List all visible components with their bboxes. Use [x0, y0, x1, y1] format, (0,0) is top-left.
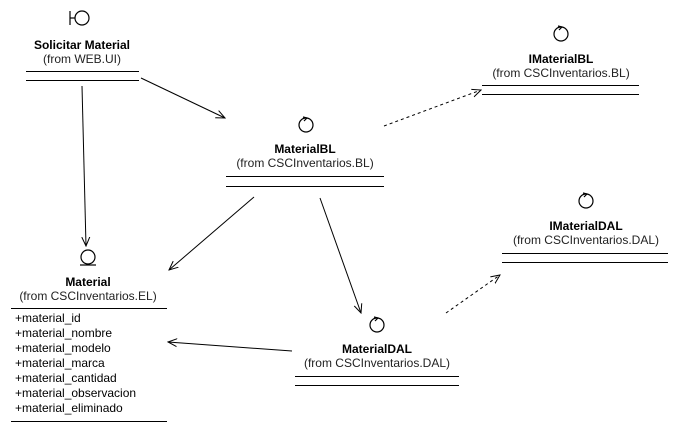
class-solicitar-material[interactable]: Solicitar Material (from WEB.UI)	[20, 38, 144, 66]
class-material[interactable]: Material (from CSCInventarios.EL)	[6, 275, 170, 303]
control-icon	[553, 25, 569, 42]
class-name: Solicitar Material	[33, 38, 131, 52]
attribute: +material_eliminado	[15, 401, 123, 415]
compartment-divider	[295, 385, 459, 386]
entity-icon	[80, 249, 96, 266]
attribute: +material_cantidad	[15, 371, 117, 385]
association-arrow	[319, 197, 361, 313]
association-arrow	[140, 77, 225, 118]
realization-arrow	[383, 90, 481, 127]
class-package: (from CSCInventarios.EL)	[19, 289, 157, 303]
compartment-divider	[26, 71, 139, 72]
compartment-divider	[482, 94, 639, 95]
class-materialdal[interactable]: MaterialDAL (from CSCInventarios.DAL)	[290, 342, 464, 370]
compartment-divider	[226, 176, 384, 177]
realization-arrow	[445, 275, 500, 314]
control-icon	[298, 116, 314, 133]
compartment-divider	[502, 262, 668, 263]
class-materialbl[interactable]: MaterialBL (from CSCInventarios.BL)	[222, 142, 388, 170]
class-package: (from CSCInventarios.BL)	[492, 66, 630, 80]
attribute: +material_observacion	[15, 386, 137, 400]
compartment-divider	[295, 376, 459, 377]
compartment-divider	[11, 421, 167, 422]
compartment-divider	[226, 186, 384, 187]
attribute: +material_id	[15, 311, 81, 325]
association-arrow	[169, 196, 255, 270]
compartment-divider	[11, 308, 167, 309]
attribute-list: +material_id +material_nombre +material_…	[15, 311, 136, 416]
class-imaterialdal[interactable]: IMaterialDAL (from CSCInventarios.DAL)	[496, 219, 676, 247]
class-name: Material	[65, 275, 111, 289]
control-icon	[578, 192, 594, 209]
compartment-divider	[502, 253, 668, 254]
association-arrow	[168, 342, 293, 352]
class-package: (from CSCInventarios.DAL)	[512, 233, 660, 247]
attribute: +material_modelo	[15, 341, 111, 355]
class-name: IMaterialBL	[528, 52, 594, 66]
association-arrow	[82, 85, 86, 246]
attribute: +material_marca	[15, 356, 105, 370]
class-package: (from CSCInventarios.BL)	[236, 156, 374, 170]
boundary-icon	[69, 10, 90, 26]
class-imaterialbl[interactable]: IMaterialBL (from CSCInventarios.BL)	[478, 52, 644, 80]
compartment-divider	[26, 80, 139, 81]
class-package: (from WEB.UI)	[43, 52, 121, 66]
class-name: MaterialDAL	[341, 342, 412, 356]
class-name: MaterialBL	[274, 142, 336, 156]
class-name: IMaterialDAL	[549, 219, 623, 233]
compartment-divider	[482, 85, 639, 86]
control-icon	[369, 316, 385, 333]
attribute: +material_nombre	[15, 326, 113, 340]
class-package: (from CSCInventarios.DAL)	[303, 356, 451, 370]
